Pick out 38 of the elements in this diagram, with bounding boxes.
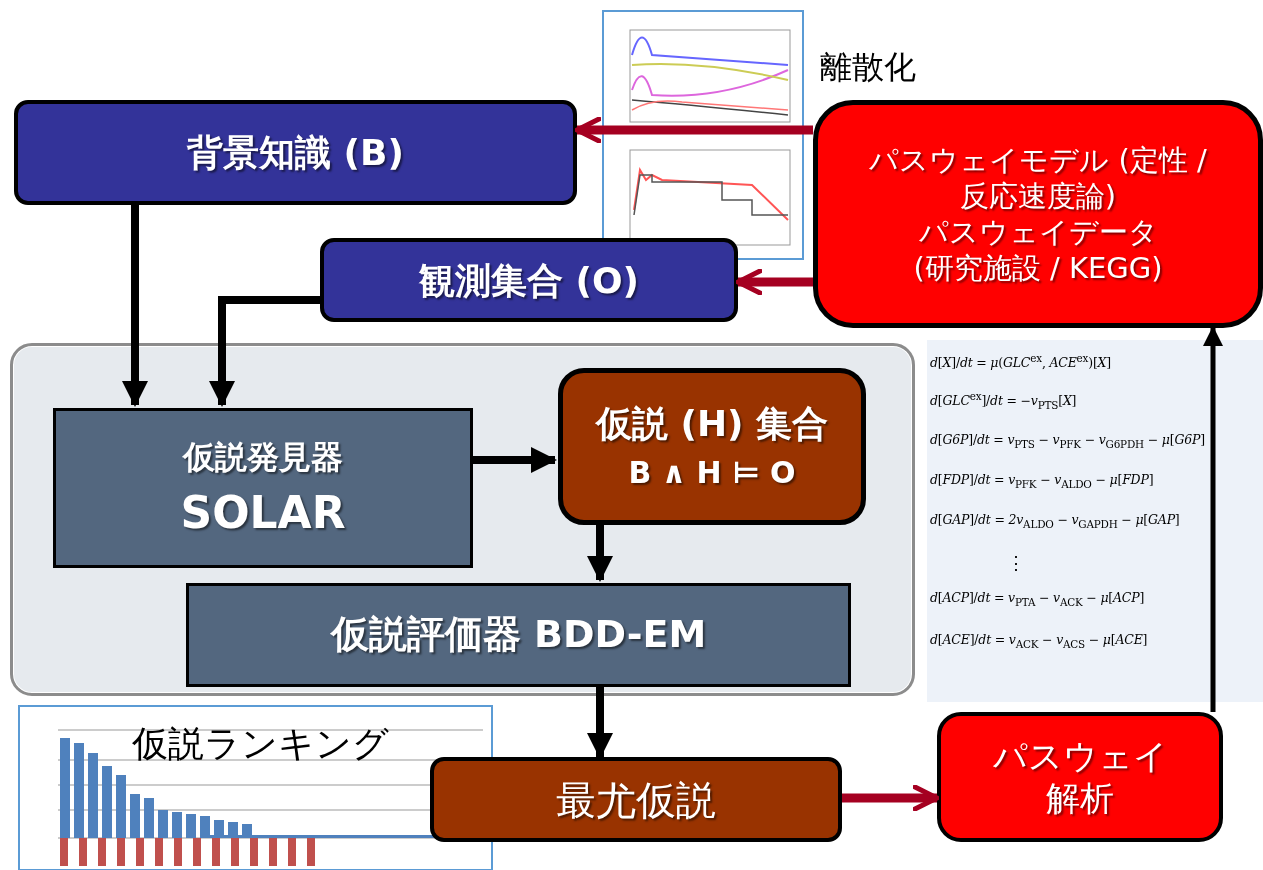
process-box	[430, 757, 842, 842]
arrow	[735, 268, 813, 296]
node-text: B ∧ H ⊨ O	[628, 454, 796, 492]
equation: ⋮	[1007, 552, 1025, 574]
node-text: 仮説発見器	[183, 436, 343, 477]
arrow	[470, 447, 557, 473]
process-box	[320, 238, 738, 322]
equation: d[ACE]/dt = v$_{ACK}$ − v$_{ACS}$ − μ[ACE]	[930, 632, 1148, 650]
equation: d[GAP]/dt = 2v$_{ALDO}$ − v$_{GAPDH}$ − μ[GAP]	[930, 512, 1180, 530]
text-label: 離散化	[820, 47, 916, 88]
node-text: パスウェイモデル (定性 / 反応速度論) パスウェイデータ (研究施設 / KEGG)	[868, 141, 1208, 287]
equation: d[GLC$^{ex}$]/dt = −v$_{PTS}$[X]	[930, 390, 1077, 412]
process-box	[186, 583, 851, 687]
group-panel	[10, 343, 915, 696]
equation: d[X]/dt = μ(GLC$^{ex}$, ACE$^{ex}$)[X]	[930, 352, 1111, 371]
process-box	[558, 368, 866, 525]
node-text: 最尤仮説	[556, 775, 716, 825]
node-text: 背景知識 (B)	[187, 131, 404, 175]
node-text: パスウェイ解析	[991, 734, 1169, 820]
process-box	[53, 408, 473, 568]
node-text: 仮説 (H) 集合	[595, 402, 829, 447]
process-box	[813, 100, 1263, 328]
equation: d[FDP]/dt = v$_{PFK}$ − v$_{ALDO}$ − μ[FDP]	[930, 472, 1154, 490]
node-text: SOLAR	[180, 485, 346, 540]
arrow	[842, 784, 940, 812]
equation: d[G6P]/dt = v$_{PTS}$ − v$_{PFK}$ − v$_{G6PDH}$ − μ[G6P]	[930, 432, 1205, 450]
arrow	[209, 296, 320, 407]
arrow	[587, 522, 613, 582]
text-label: 仮説ランキング	[132, 722, 389, 766]
process-box	[14, 100, 577, 205]
process-box	[937, 712, 1223, 842]
node-text: 仮説評価器 BDD-EM	[330, 611, 707, 659]
equation: d[ACP]/dt = v$_{PTA}$ − v$_{ACK}$ − μ[ACP]	[930, 590, 1145, 608]
node-text: 観測集合 (O)	[418, 258, 639, 303]
arrow	[1203, 326, 1223, 712]
arrow	[587, 684, 613, 759]
arrow	[574, 116, 813, 144]
arrow	[122, 205, 148, 407]
